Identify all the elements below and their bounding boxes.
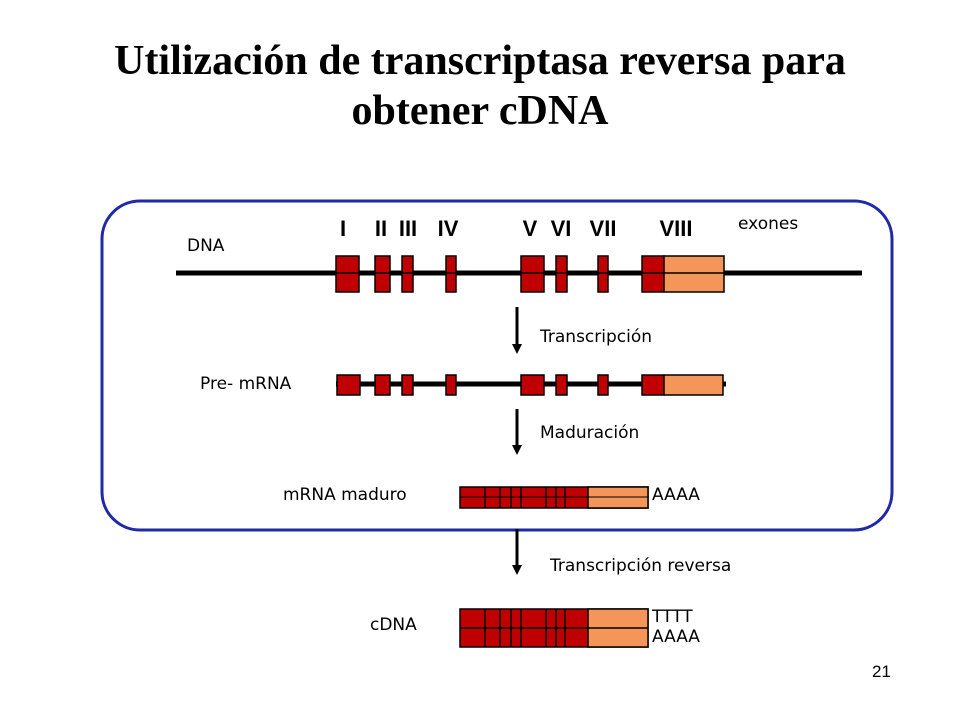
dna-gene <box>176 255 862 293</box>
exones-label: exones <box>738 214 798 234</box>
pre-mrna-exon-3 <box>401 374 414 396</box>
exon-label-5: V <box>523 216 538 241</box>
pre-mrna-exon-8-utr <box>663 374 724 396</box>
pre-mrna-exon-6 <box>555 374 568 396</box>
cdna-poly-a: AAAA <box>652 627 700 647</box>
exon-label-8: VIII <box>659 216 692 241</box>
pre-mrna-label: Pre- mRNA <box>200 374 292 394</box>
pre-mrna-exon-1 <box>336 374 361 396</box>
exon-label-1: I <box>340 216 346 241</box>
step-transcripcion-reversa-label: Transcripción reversa <box>549 556 731 576</box>
pre-mrna-exon-4 <box>445 374 457 396</box>
exon-label-7: VII <box>590 216 617 241</box>
dna-exon-5 <box>520 255 545 293</box>
dna-exon-6 <box>555 255 568 293</box>
cdna-label: cDNA <box>370 615 417 635</box>
slide-title: Utilización de transcriptasa reversa par… <box>0 36 960 136</box>
cdna-poly-t: TTTT <box>651 607 693 627</box>
exon-label-3: III <box>399 216 417 241</box>
mrna-poly-a: AAAA <box>652 485 700 505</box>
dna-exon-8-coding <box>641 255 665 293</box>
pre-mrna-exon-7 <box>597 374 609 396</box>
dna-exon-7 <box>597 255 609 293</box>
step-transcripcion-label: Transcripción <box>539 327 652 347</box>
page-number: 21 <box>872 662 891 681</box>
pre-mrna-exon-5 <box>520 374 545 396</box>
nucleus-frame <box>100 199 894 532</box>
dna-exon-3 <box>401 255 414 293</box>
exon-numeral-labels: I II III IV V VI VII VIII <box>340 216 693 241</box>
pre-mrna <box>336 374 726 396</box>
step-maduracion-label: Maduración <box>540 423 639 443</box>
mrna-maduro-label: mRNA maduro <box>283 485 407 505</box>
pre-mrna-exon-2 <box>374 374 391 396</box>
dna-exon-8-utr <box>663 255 725 293</box>
cdna <box>459 608 649 648</box>
dna-exon-4 <box>445 255 457 293</box>
exon-label-2: II <box>375 216 387 241</box>
dna-label: DNA <box>187 236 225 256</box>
title-line-2: obtener cDNA <box>351 88 609 134</box>
mrna-maduro <box>459 486 649 509</box>
exon-label-4: IV <box>438 216 459 241</box>
dna-exon-2 <box>374 255 391 293</box>
dna-exon-1 <box>335 255 360 293</box>
exon-label-6: VI <box>551 216 572 241</box>
pre-mrna-exon-8-coding <box>641 374 665 396</box>
title-line-1: Utilización de transcriptasa reversa par… <box>114 38 846 84</box>
